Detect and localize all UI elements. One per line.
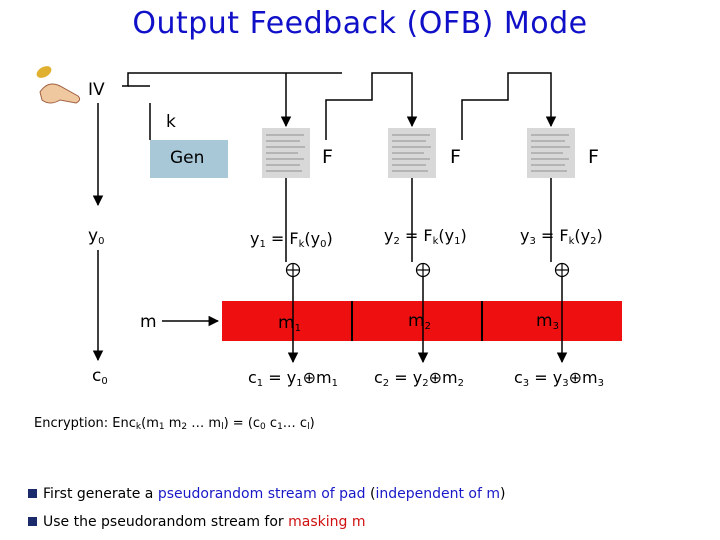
c-equation-2: c2 = y2⊕m2 [374,368,464,389]
gen-label: Gen [170,148,205,168]
y0-label: y0 [88,226,105,247]
feedback-line-2 [461,72,557,140]
c0-label: c0 [92,366,108,387]
c-equation-1: c1 = y1⊕m1 [248,368,338,389]
f-box-1 [262,128,310,178]
page-title: Output Feedback (OFB) Mode [132,6,588,41]
bullet-square-icon [28,489,37,498]
feedback-line-1 [325,72,418,140]
bullet-2: Use the pseudorandom stream for masking … [28,514,365,530]
c-equation-3: c3 = y3⊕m3 [514,368,604,389]
gen-box [150,140,228,178]
encryption-formula: Encryption: Enck(m1 m2 … ml) = (c0 c1… c… [34,416,315,432]
y-equation-3: y3 = Fk(y2) [520,226,603,247]
hand-pointer-icon [36,66,81,104]
m-label: m [140,312,157,332]
y-equation-2: y2 = Fk(y1) [384,226,467,247]
bullet-square-icon [28,517,37,526]
message-block-3: m3 [536,311,559,332]
f-label-2: F [450,146,461,168]
y-equation-1: y1 = Fk(y0) [250,229,333,250]
f-box-2 [388,128,436,178]
message-block-1: m1 [278,313,301,334]
iv-feed-line [122,72,342,87]
iv-label: IV [88,80,105,100]
f-label-3: F [588,146,599,168]
message-bar [222,301,622,341]
f-box-3 [527,128,575,178]
bullet-1: First generate a pseudorandom stream of … [28,486,505,502]
f-label-1: F [322,146,333,168]
k-label: k [166,112,176,132]
message-block-2: m2 [408,311,431,332]
